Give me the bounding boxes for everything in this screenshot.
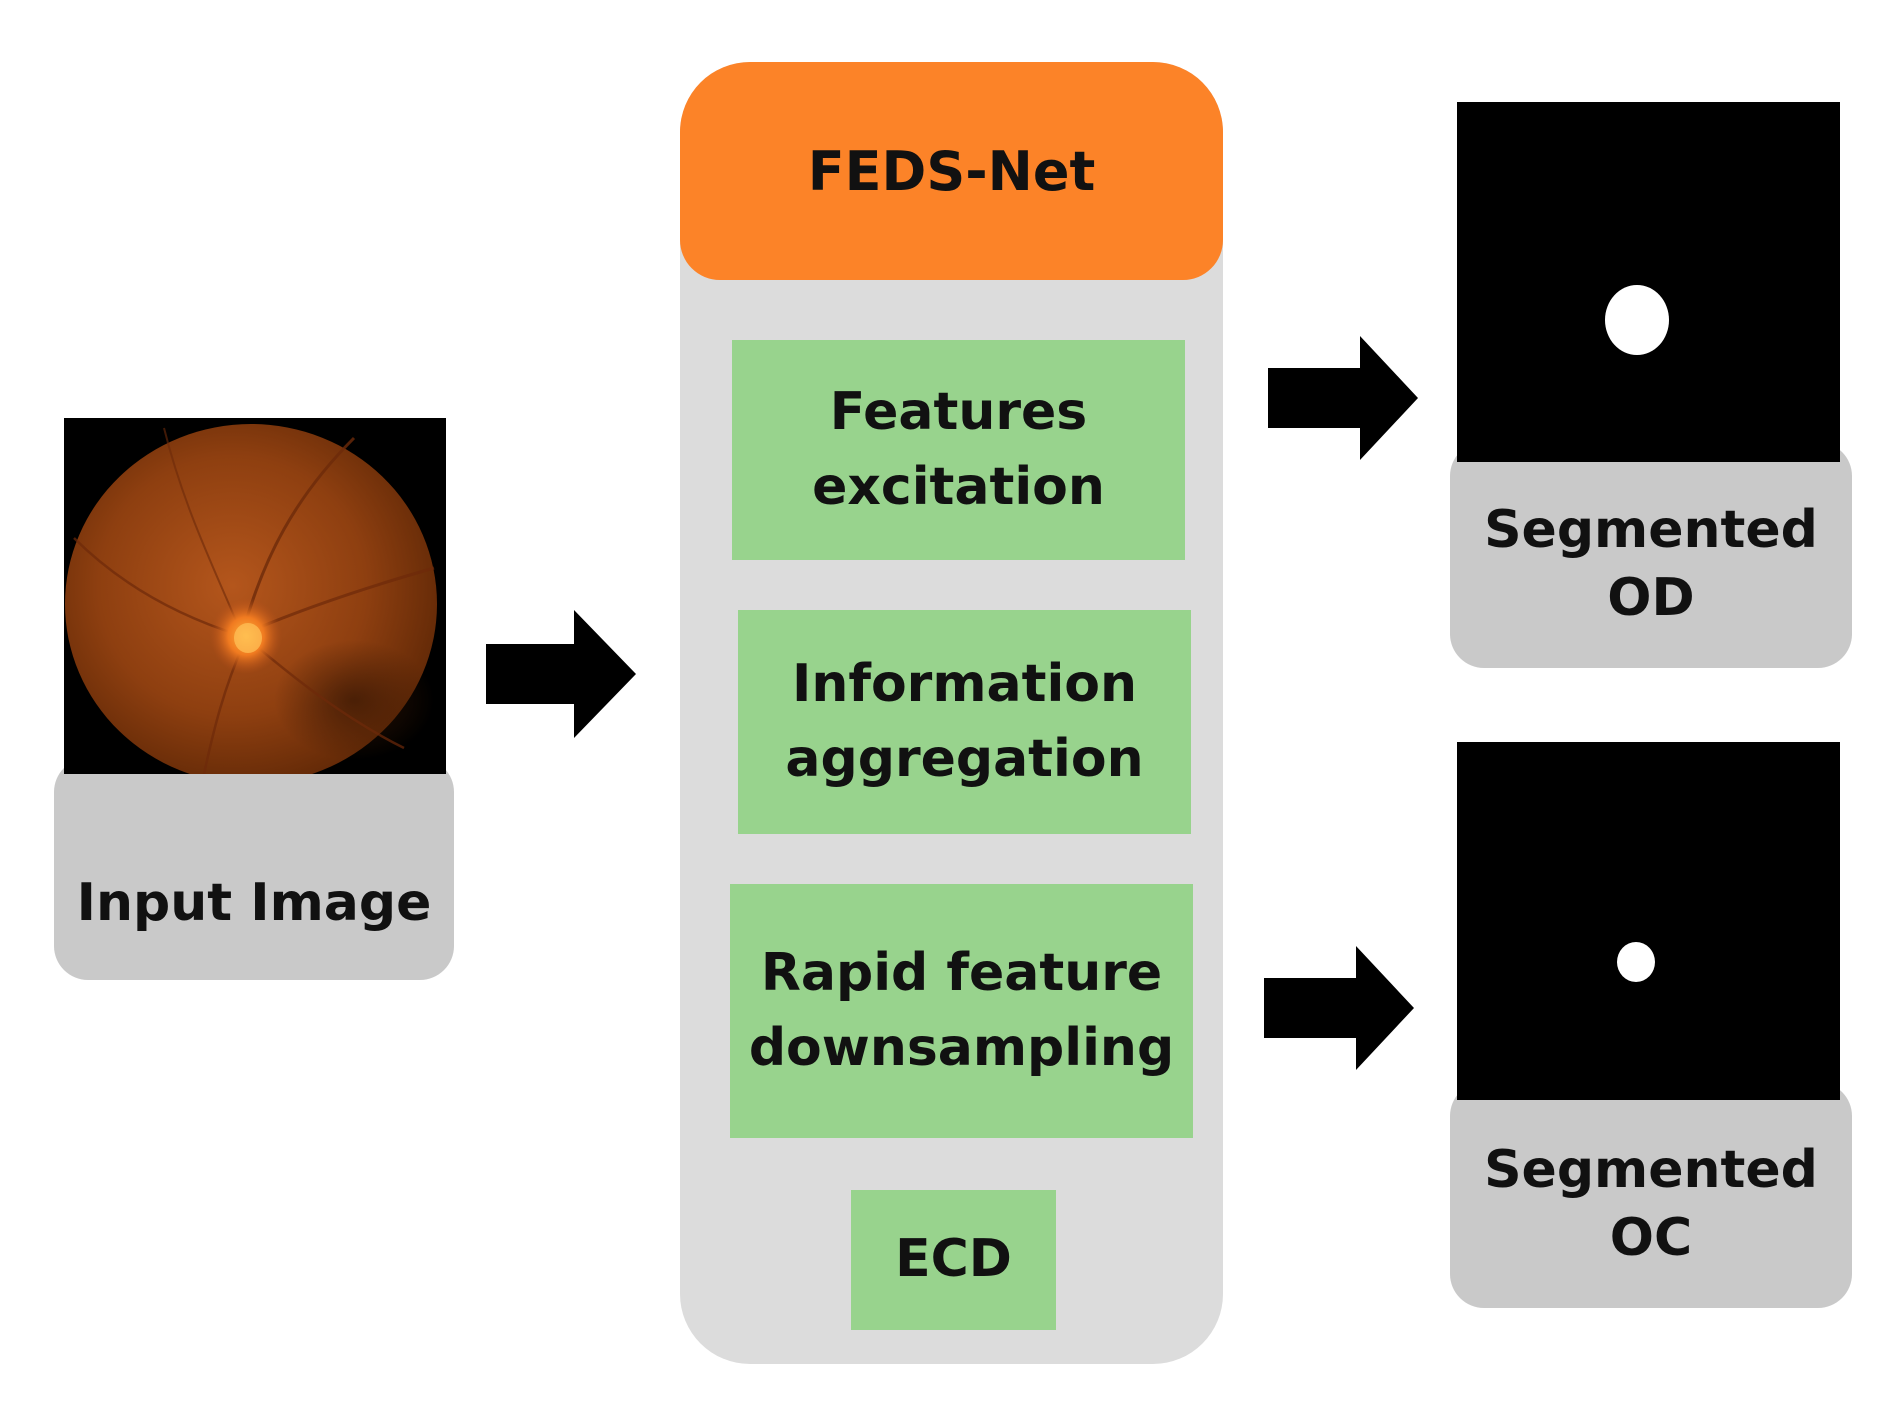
- block-features-excitation: Features excitation: [732, 340, 1185, 560]
- arrow-network-to-oc: [1264, 946, 1414, 1070]
- arrow-network-to-od: [1268, 336, 1418, 460]
- output-od-group: Segmented OD: [1450, 102, 1852, 668]
- block-rapid-feature-downsampling: Rapid feature downsampling: [730, 884, 1193, 1138]
- output-oc-label-box: Segmented OC: [1450, 1082, 1852, 1308]
- block-information-aggregation: Information aggregation: [738, 610, 1191, 834]
- input-image-label-box: Input Image: [54, 758, 454, 980]
- oc-mask-image: [1457, 742, 1840, 1100]
- output-od-label: Segmented OD: [1484, 500, 1818, 628]
- output-oc-label: Segmented OC: [1484, 1140, 1818, 1268]
- block-ecd: ECD: [851, 1190, 1056, 1330]
- network-panel: FEDS-Net Features excitation Information…: [680, 62, 1223, 1364]
- output-od-label-box: Segmented OD: [1450, 442, 1852, 668]
- network-title: FEDS-Net: [807, 139, 1096, 203]
- network-header: FEDS-Net: [680, 62, 1223, 280]
- input-image-label: Input Image: [76, 873, 432, 934]
- output-oc-group: Segmented OC: [1450, 742, 1852, 1308]
- fundus-image: [64, 418, 446, 774]
- arrow-input-to-network: [486, 610, 636, 738]
- od-mask-image: [1457, 102, 1840, 462]
- input-image-group: Input Image: [54, 418, 454, 980]
